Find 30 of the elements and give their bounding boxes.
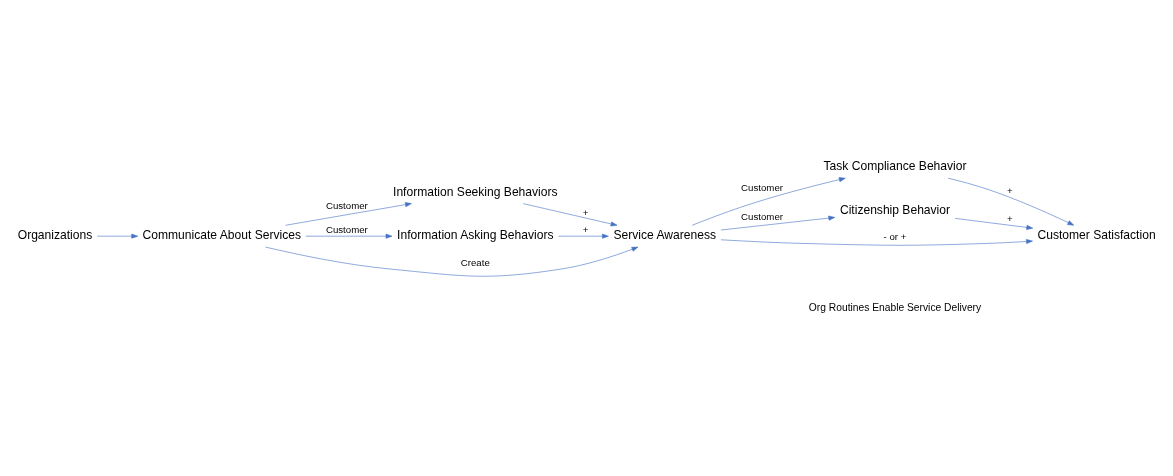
- node-text: Service Awareness: [613, 228, 717, 243]
- arrow: [691, 177, 846, 226]
- arrow: [285, 202, 412, 226]
- edge-label: - or +: [883, 231, 907, 243]
- arrow: [558, 233, 609, 239]
- edge-label: Customer: [325, 224, 368, 236]
- edge-label: +: [582, 206, 589, 218]
- node-text: Task Compliance Behavior: [823, 159, 967, 174]
- edge-label: Customer: [741, 211, 783, 223]
- arrow: [947, 177, 1075, 226]
- edge-label: Customer: [325, 199, 368, 211]
- node-text: Organizations: [17, 228, 93, 243]
- edge-label: +: [1007, 184, 1013, 196]
- node-text: Communicate About Services: [142, 228, 302, 243]
- arrow: [720, 215, 836, 231]
- label: Org Routines Enable Service Delivery: [808, 302, 982, 314]
- edge-label: +: [1007, 213, 1013, 225]
- edge-label: Create: [460, 256, 490, 268]
- edge-label: +: [582, 224, 589, 236]
- arrow: [265, 246, 639, 277]
- arrow: [954, 218, 1034, 230]
- edge-label: Customer: [741, 182, 783, 194]
- arrow: [720, 239, 1033, 246]
- arrow: [522, 203, 618, 227]
- arrow: [97, 233, 139, 239]
- node-text: Citizenship Behavior: [839, 202, 951, 217]
- node-text: Customer Satisfaction: [1037, 228, 1156, 243]
- node-text: Information Asking Behaviors: [397, 228, 554, 243]
- arrow: [305, 233, 393, 239]
- node-text: Information Seeking Behaviors: [393, 184, 558, 199]
